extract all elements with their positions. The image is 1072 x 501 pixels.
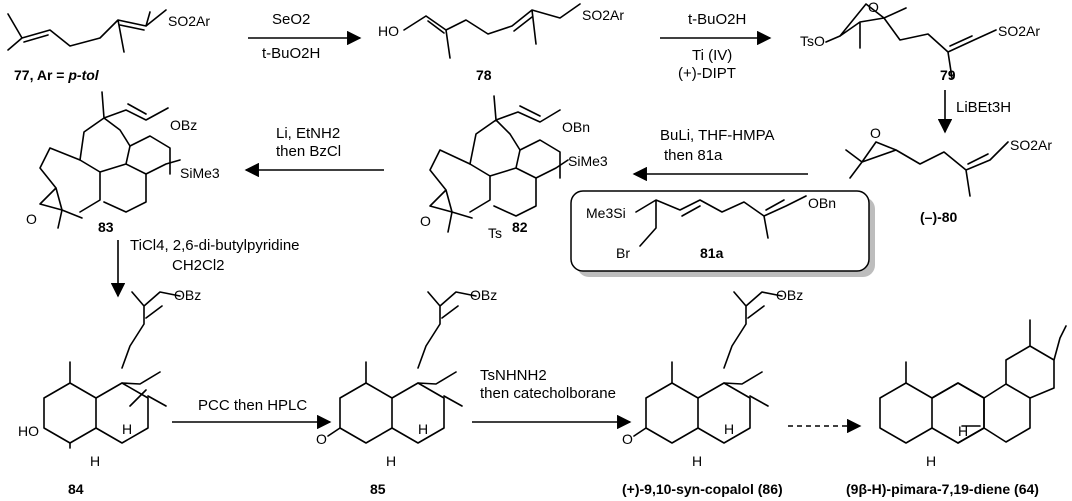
reagent-81a-box: Me3Si Br OBn 81a	[570, 190, 875, 277]
c80-epoxide-oxygen: O	[870, 125, 881, 141]
reaction-arrow-7: PCC then HPLC	[172, 397, 332, 430]
c86-keto-oxygen: O	[622, 431, 633, 447]
c83-label: 83	[98, 219, 114, 235]
c80-sulfonyl-label: SO2Ar	[1010, 137, 1052, 153]
r3-reagent-1: LiBEt3H	[956, 99, 1011, 116]
c83-epoxide-oxygen: O	[26, 211, 37, 227]
c86-h-label-1: H	[724, 421, 734, 437]
r5-reagent-2: then BzCl	[276, 143, 341, 160]
c85-h-label-1: H	[418, 421, 428, 437]
r5-reagent-1: Li, EtNH2	[276, 125, 340, 142]
c79-label: 79	[940, 67, 956, 83]
c81a-trimethylsilyl-label: Me3Si	[586, 205, 626, 221]
c84-h-label-2: H	[90, 453, 100, 469]
c82-epoxide-oxygen: O	[420, 213, 431, 229]
c82-label: 82	[512, 219, 528, 235]
c85-benzoyloxy-label: OBz	[470, 287, 497, 303]
r6-reagent-1: TiCl4, 2,6-di-butylpyridine	[130, 237, 300, 254]
c84-h-label-1: H	[122, 421, 132, 437]
c86-h-label-2: H	[692, 453, 702, 469]
r4-reagent-1: BuLi, THF-HMPA	[660, 127, 774, 144]
c64-label: (9β-H)-pimara-7,19-diene (64)	[846, 481, 1039, 497]
c77-sulfonyl-label: SO2Ar	[168, 13, 210, 29]
c83-benzoyloxy-label: OBz	[170, 117, 197, 133]
c78-label: 78	[476, 67, 492, 83]
compound-80: O SO2Ar (–)-80	[845, 125, 1052, 225]
compound-85: OBz O H H 85	[316, 287, 497, 497]
c81a-benzyloxy-label: OBn	[808, 195, 836, 211]
c77-label: 77, Ar =	[14, 67, 68, 83]
c86-benzoyloxy-label: OBz	[776, 287, 803, 303]
reaction-arrow-1: SeO2 t-BuO2H	[248, 11, 362, 62]
compound-86: OBz O H H (+)-9,10-syn-copalol (86)	[622, 287, 803, 497]
c81a-label: 81a	[700, 245, 724, 261]
reaction-arrow-2: t-BuO2H Ti (IV) (+)-DIPT	[660, 11, 772, 82]
c84-label: 84	[68, 481, 84, 497]
reaction-arrow-8: TsNHNH2 then catecholborane	[472, 367, 632, 430]
c82-trimethylsilyl-label: SiMe3	[568, 153, 608, 169]
r2-reagent-1: t-BuO2H	[688, 11, 746, 28]
c85-keto-oxygen: O	[316, 431, 327, 447]
c80-label: (–)-80	[920, 209, 958, 225]
svg-text:77, Ar = p-tol: 77, Ar = p-tol	[14, 67, 100, 83]
c64-h-label-2: H	[926, 453, 936, 469]
r4-reagent-2: then 81a	[664, 147, 723, 164]
c84-benzoyloxy-label: OBz	[174, 287, 201, 303]
compound-82: OBn SiMe3 O Ts 82	[420, 95, 608, 241]
c82-tosyl-label: Ts	[488, 225, 502, 241]
reaction-arrow-6: TiCl4, 2,6-di-butylpyridine CH2Cl2	[110, 237, 300, 298]
c85-label: 85	[370, 481, 386, 497]
r8-reagent-1: TsNHNH2	[480, 367, 547, 384]
reaction-arrow-5: Li, EtNH2 then BzCl	[244, 125, 384, 178]
r1-reagent-2: t-BuO2H	[262, 45, 320, 62]
c78-sulfonyl-label: SO2Ar	[582, 7, 624, 23]
c81a-bromo-label: Br	[616, 245, 630, 261]
compound-77: SO2Ar 77, Ar = p-tol	[7, 9, 210, 83]
r6-reagent-2: CH2Cl2	[172, 257, 225, 274]
r2-reagent-3: (+)-DIPT	[678, 65, 736, 82]
r1-reagent-1: SeO2	[272, 11, 310, 28]
compound-79: TsO O SO2Ar 79	[800, 0, 1040, 83]
reaction-arrow-4: BuLi, THF-HMPA then 81a	[632, 127, 808, 182]
c83-trimethylsilyl-label: SiMe3	[180, 165, 220, 181]
c84-hydroxyl-label: HO	[18, 423, 39, 439]
compound-64: H H (9β-H)-pimara-7,19-diene (64)	[846, 319, 1067, 497]
c79-sulfonyl-label: SO2Ar	[998, 23, 1040, 39]
c79-tosyloxy-label: TsO	[800, 33, 825, 49]
c77-label-suffix: p-tol	[67, 67, 99, 83]
c86-label: (+)-9,10-syn-copalol (86)	[622, 481, 783, 497]
c85-h-label-2: H	[386, 453, 396, 469]
compound-84: OBz HO H H 84	[18, 287, 201, 497]
c78-hydroxyl-label: HO	[378, 23, 399, 39]
c82-benzyloxy-label: OBn	[562, 119, 590, 135]
c64-h-label-1: H	[958, 423, 968, 439]
r7-reagent-1: PCC then HPLC	[198, 397, 307, 414]
compound-78: HO SO2Ar 78	[378, 3, 624, 83]
compound-83: OBz SiMe3 O 83	[26, 91, 220, 235]
r2-reagent-2: Ti (IV)	[692, 47, 732, 64]
reaction-arrow-3: LiBEt3H	[937, 90, 1011, 134]
r8-reagent-2: then catecholborane	[480, 385, 616, 402]
c79-epoxide-oxygen: O	[868, 0, 879, 15]
